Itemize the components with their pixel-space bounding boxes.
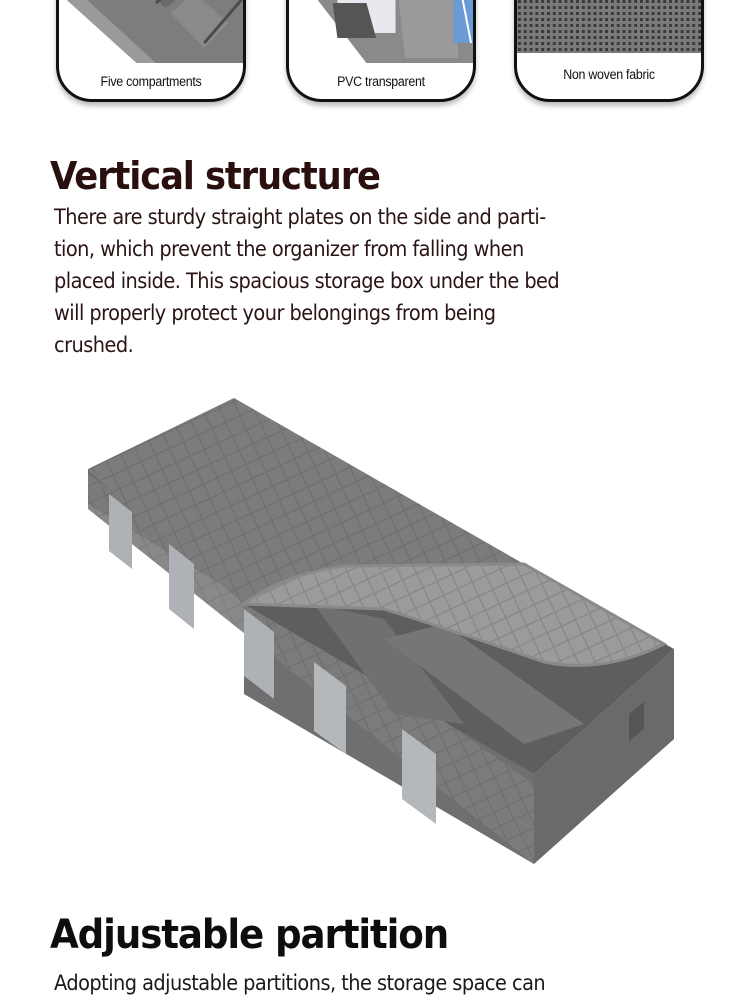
feature-card-non-woven-fabric: Non woven fabric <box>514 0 704 102</box>
pvc-window-image <box>289 0 473 63</box>
body-line: will properly protect your belongings fr… <box>54 301 496 326</box>
feature-caption: PVC transparent <box>337 74 425 89</box>
fabric-texture-image <box>517 0 701 53</box>
five-compartments-image <box>59 0 243 63</box>
storage-organizer-image <box>88 398 674 864</box>
section-body-adjustable-partition: Adopting adjustable partitions, the stor… <box>54 968 684 1000</box>
feature-card-five-compartments: Five compartments <box>56 0 246 102</box>
body-line: Adopting adjustable partitions, the stor… <box>54 971 546 996</box>
feature-caption: Five compartments <box>100 74 202 89</box>
section-body-vertical-structure: There are sturdy straight plates on the … <box>54 202 684 362</box>
feature-caption: Non woven fabric <box>563 67 655 82</box>
body-line: placed inside. This spacious storage box… <box>54 269 560 294</box>
section-title-adjustable-partition: Adjustable partition <box>50 912 449 958</box>
section-title-vertical-structure: Vertical structure <box>50 154 381 198</box>
body-line: crushed. <box>54 333 134 358</box>
body-line: There are sturdy straight plates on the … <box>54 205 546 230</box>
feature-card-pvc-transparent: PVC transparent <box>286 0 476 102</box>
body-line: tion, which prevent the organizer from f… <box>54 237 524 262</box>
